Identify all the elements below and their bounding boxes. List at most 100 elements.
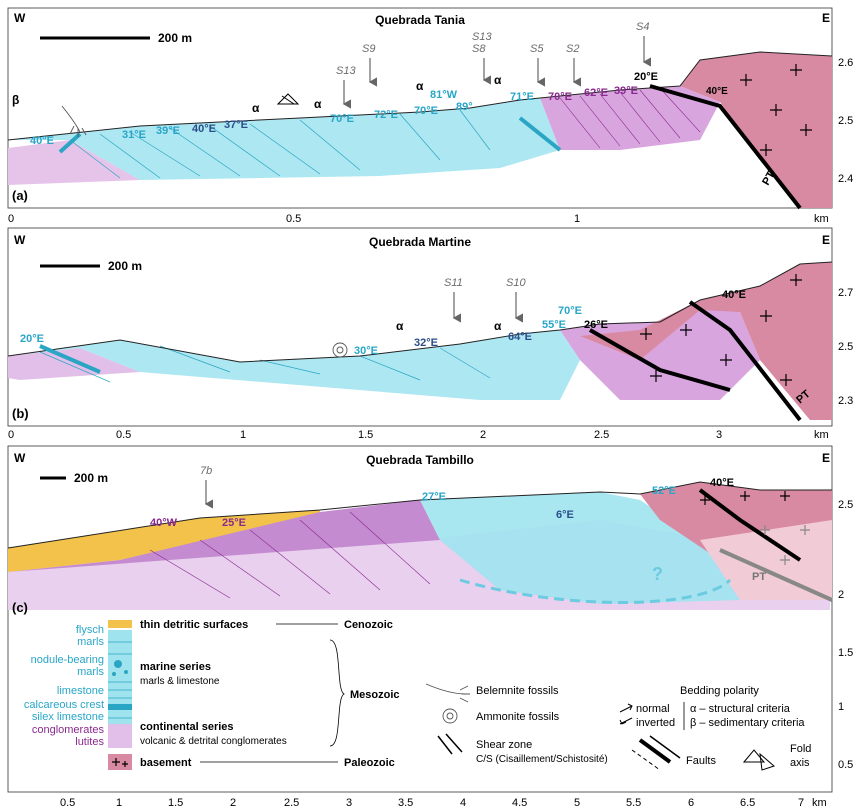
polarity-label: α <box>252 101 260 115</box>
km-tick: 5 <box>574 797 580 809</box>
panel-c-topography <box>7 481 832 549</box>
legend-marine-label: silex limestone <box>32 711 104 723</box>
km-tick: 1.5 <box>168 797 183 809</box>
dip-label: 70°E <box>558 305 582 317</box>
sample-label: S11 <box>444 277 463 289</box>
panel-b-sample-arrows <box>452 292 524 323</box>
panel-a-elev-1: 2.6 <box>838 57 853 69</box>
panel-a-calcareous-crest <box>58 132 82 154</box>
fold-axis-icon <box>276 93 300 105</box>
panel-a-marine-body <box>8 98 560 180</box>
polarity-label: α <box>416 79 424 93</box>
elev-tick: 2 <box>838 589 844 601</box>
dip-label: 62°E <box>584 87 608 99</box>
dip-label: 70°E <box>548 91 572 103</box>
dip-label: 27°E <box>422 491 446 503</box>
panel-b-title: Quebrada Martine <box>369 235 471 249</box>
dip-label: 81°W <box>430 89 458 101</box>
legend-mesozoic-era: Mesozoic <box>350 689 400 701</box>
panel-b-elev-1: 2.7 <box>838 287 853 299</box>
panel-a-west: W <box>14 11 26 25</box>
legend-continental-labels: conglomerates lutites <box>32 724 105 748</box>
km-tick: 6.5 <box>740 797 755 809</box>
dip-label: 52°E <box>652 485 676 497</box>
dip-label: 71°E <box>510 91 534 103</box>
panel-b-east: E <box>822 233 830 247</box>
panel-a-east: E <box>822 11 830 25</box>
dip-label: 40°E <box>192 123 216 135</box>
panel-c-west: W <box>14 451 26 465</box>
panel-a-topography <box>7 51 833 141</box>
legend-calcareous-crest <box>108 704 132 710</box>
km-tick: 1 <box>116 797 122 809</box>
panel-c-basement-crosses <box>700 491 790 505</box>
legend-marine-label: limestone <box>57 685 104 697</box>
legend-shear-icon <box>437 733 463 755</box>
dip-label: 89° <box>456 101 473 113</box>
panel-a-fault-pt <box>649 84 802 210</box>
km-tick: 2 <box>480 429 486 441</box>
legend-marine-title: marine series <box>140 661 211 673</box>
belemnite-icon <box>61 105 87 137</box>
sample-label: S10 <box>506 277 526 289</box>
dip-label: 30°E <box>354 345 378 357</box>
legend-marine-label: flysch <box>76 624 104 636</box>
legend-marine-labels: flysch marls nodule-bearing marls limest… <box>24 624 105 723</box>
legend-ammonite-icon <box>442 708 458 724</box>
legend-marine-sub: marls & limestone <box>140 676 220 687</box>
panel-a-continental-lines <box>559 87 701 149</box>
legend-continental-title: continental series <box>140 721 234 733</box>
dip-label: 40°E <box>710 477 734 489</box>
panel-c-fault-label: PT <box>752 571 766 583</box>
dip-label: 40°E <box>722 289 746 301</box>
sample-label: S4 <box>636 21 649 33</box>
km-tick: 3.5 <box>398 797 413 809</box>
legend-marine-label: marls <box>77 636 104 648</box>
legend-marine-lines <box>108 641 132 719</box>
legend-paleozoic-era: Paleozoic <box>344 757 395 769</box>
panel-c-elev-axis: 2.5 2 1.5 1 0.5 <box>838 499 853 771</box>
panel-a-label: (a) <box>12 188 28 203</box>
legend-marine-label: marls <box>77 666 104 678</box>
panel-a-basement <box>680 52 832 208</box>
km-unit: km <box>814 429 829 441</box>
panel-b-dips: 20°E 30°E 32°E 64°E 70°E 55°E 26°E 40°E <box>20 289 746 357</box>
ammonite-icon <box>332 342 348 358</box>
panel-a-continental-west <box>8 140 140 185</box>
km-tick: 2 <box>230 797 236 809</box>
legend-ammonite-label: Ammonite fossils <box>476 711 560 723</box>
legend-fold-axis-icon <box>742 749 775 771</box>
legend-basement-title: basement <box>140 757 192 769</box>
legend-continental-sub: volcanic & detrital conglomerates <box>140 736 287 747</box>
legend-nodules <box>112 660 128 676</box>
legend-fold-axis-1: Fold <box>790 743 811 755</box>
panel-b-west: W <box>14 233 26 247</box>
panel-a-scale-label: 200 m <box>158 31 192 45</box>
sample-label: S13 <box>472 31 492 43</box>
legend-cenozoic-era: Cenozoic <box>344 619 393 631</box>
km-tick: 0.5 <box>60 797 75 809</box>
km-tick: 2.5 <box>284 797 299 809</box>
panel-a-samples: S13 S9 S13 S8 S5 S2 S4 <box>336 21 649 77</box>
legend-swatch-continental <box>108 724 132 748</box>
panel-a-km-1: 1 <box>574 213 580 225</box>
elev-tick: 2.5 <box>838 499 853 511</box>
panel-c-east: E <box>822 451 830 465</box>
dip-label: 70°E <box>330 113 354 125</box>
panel-a-elev-3: 2.4 <box>838 173 853 185</box>
km-tick: 4 <box>460 797 466 809</box>
legend-continental-label: lutites <box>75 736 104 748</box>
elev-tick: 0.5 <box>838 759 853 771</box>
km-unit: km <box>812 797 827 809</box>
panel-c-basement-light <box>700 520 832 600</box>
panel-b-scale-label: 200 m <box>108 259 142 273</box>
panel-c-fault-pt <box>719 548 833 602</box>
polarity-label: α <box>396 319 404 333</box>
panel-a-calcareous-crest-east <box>518 116 562 152</box>
dip-label: 40°E <box>30 135 54 147</box>
panel-c-km-axis: 0.5 1 1.5 2 2.5 3 3.5 4 4.5 5 5.5 6 6.5 … <box>60 797 827 809</box>
km-tick: 0 <box>8 429 14 441</box>
legend-shear-title: Shear zone <box>476 739 532 751</box>
legend-marine-label: calcareous crest <box>24 699 104 711</box>
